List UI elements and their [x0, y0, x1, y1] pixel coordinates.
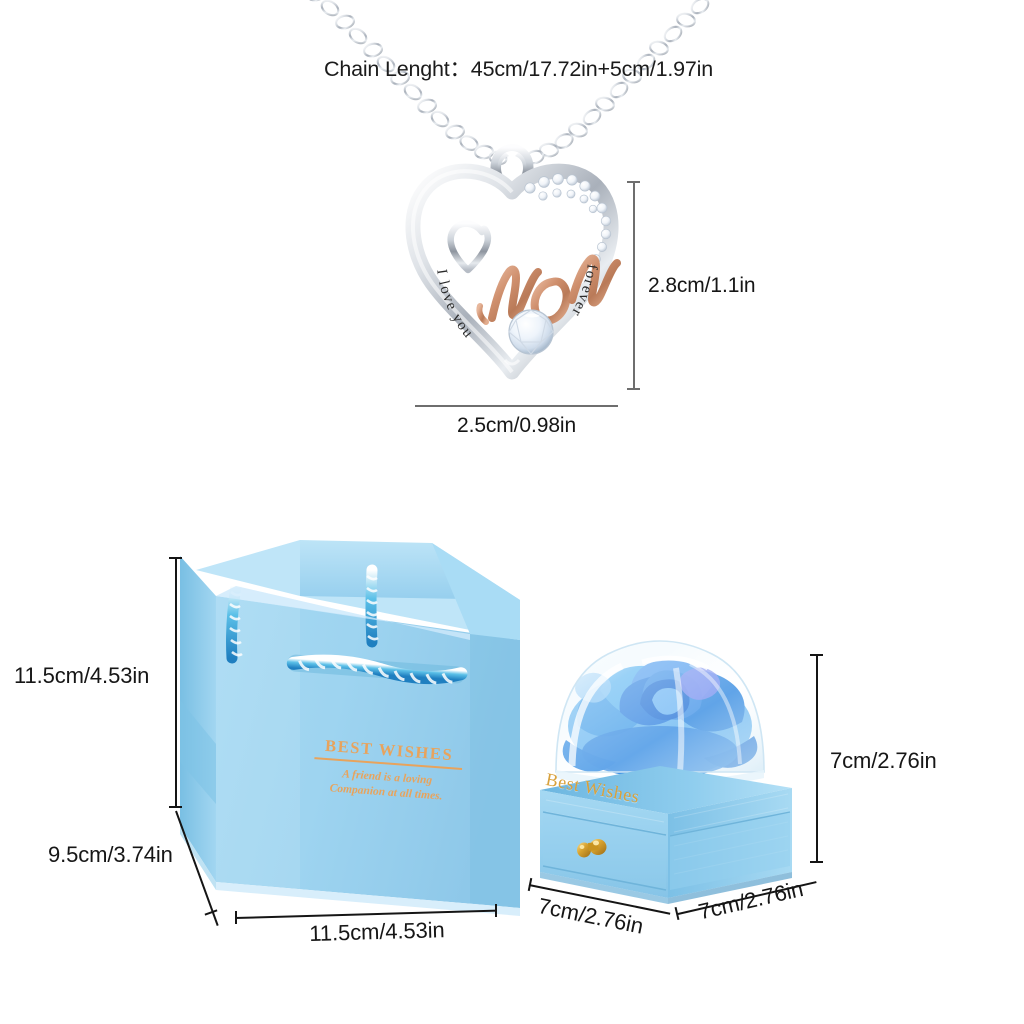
pendant-width-label: 2.5cm/0.98in	[457, 414, 577, 437]
bag-height-label: 11.5cm/4.53in	[14, 663, 150, 688]
box-height-cap-bottom	[810, 861, 823, 863]
drawer-knob	[577, 839, 607, 858]
necklace-section: I love you forever	[0, 0, 1024, 470]
necklace-chain: I love you forever	[306, 0, 710, 380]
bag-height-rule	[175, 558, 177, 808]
pendant-height-rule	[633, 182, 635, 389]
bag-width-cap-right	[495, 904, 497, 917]
box-height-label: 7cm/2.76in	[830, 748, 937, 773]
bag-depth-label: 9.5cm/3.74in	[48, 842, 173, 867]
box-height-cap-top	[810, 654, 823, 656]
pendant-width-rule	[415, 405, 618, 407]
pendant-height-label: 2.8cm/1.1in	[648, 274, 756, 297]
box-body	[540, 766, 792, 904]
bag-height-cap-bottom	[169, 806, 182, 808]
box-height-rule	[816, 655, 818, 863]
clear-dome-lid	[555, 640, 765, 789]
pendant-height-cap-bottom	[627, 388, 640, 390]
chain-length-label: Chain Lenght：45cm/17.72in+5cm/1.97in	[324, 57, 714, 81]
bag-width-cap-left	[235, 911, 237, 924]
bag-height-cap-top	[169, 557, 182, 559]
pendant-height-cap-top	[627, 181, 640, 183]
